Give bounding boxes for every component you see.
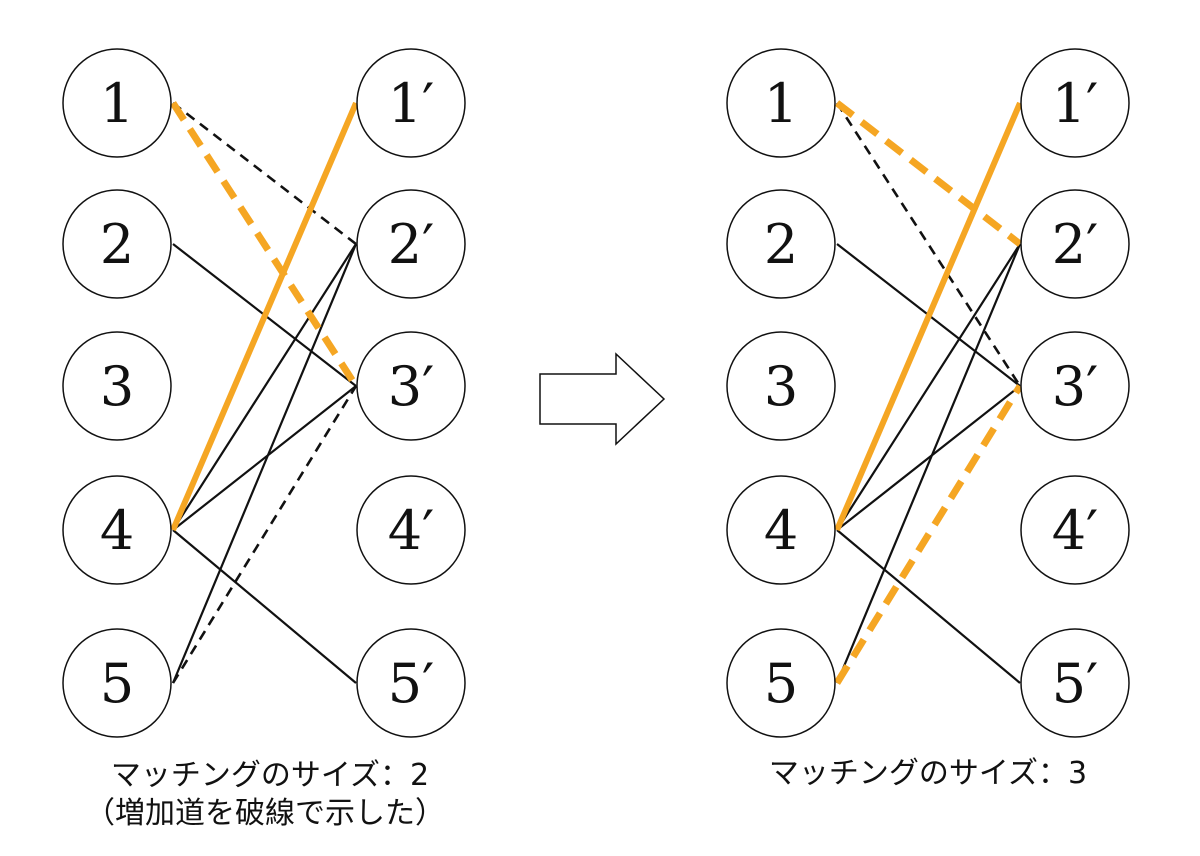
node-circle xyxy=(1020,475,1130,585)
node-label: 5′ xyxy=(1052,652,1099,715)
node-right-4-prime: 4′ xyxy=(1020,475,1130,585)
node-label: 1 xyxy=(100,72,134,135)
node-circle xyxy=(62,331,172,441)
node-left-5: 5 xyxy=(726,628,836,738)
node-circle xyxy=(62,475,172,585)
node-circle xyxy=(726,189,836,299)
node-label: 2′ xyxy=(1052,213,1099,276)
node-left-1: 1 xyxy=(62,48,172,158)
node-circle xyxy=(356,628,466,738)
edge-1-2-prime-matching xyxy=(834,100,1023,247)
edge-1-3-prime xyxy=(835,102,1022,387)
node-label: 4 xyxy=(764,499,798,562)
node-right-5-prime: 5′ xyxy=(356,628,466,738)
edge-4-3-prime xyxy=(172,385,357,531)
node-label: 5′ xyxy=(388,652,435,715)
node-label: 3′ xyxy=(1052,355,1099,418)
edge-4-2-prime xyxy=(172,243,357,531)
node-layer: 1 2 3 4 5 1′ 2′ 3′ 4′ 5′ xyxy=(62,48,466,738)
node-right-3-prime: 3′ xyxy=(1020,331,1130,441)
node-left-4: 4 xyxy=(62,475,172,585)
edge-layer xyxy=(170,101,359,684)
node-label: 2 xyxy=(764,213,798,276)
node-right-2-prime: 2′ xyxy=(1020,189,1130,299)
node-left-3: 3 xyxy=(62,331,172,441)
node-left-1: 1 xyxy=(726,48,836,158)
node-label: 1′ xyxy=(388,72,435,135)
node-left-3: 3 xyxy=(726,331,836,441)
node-label: 5 xyxy=(764,652,798,715)
graph-after: 1 2 3 4 5 1′ 2′ 3′ 4′ 5′ マッチングのサイズ：3 xyxy=(726,48,1130,791)
node-right-1-prime: 1′ xyxy=(1020,48,1130,158)
node-left-2: 2 xyxy=(62,189,172,299)
node-right-1-prime: 1′ xyxy=(356,48,466,158)
node-label: 4′ xyxy=(1052,499,1099,562)
node-circle xyxy=(1020,628,1130,738)
caption-note: （増加道を破線で示した） xyxy=(85,796,445,831)
node-label: 5 xyxy=(100,652,134,715)
edge-4-1-prime-matching xyxy=(834,101,1023,532)
node-layer: 1 2 3 4 5 1′ 2′ 3′ 4′ 5′ xyxy=(726,48,1130,738)
edge-4-5-prime xyxy=(172,529,357,684)
node-circle xyxy=(726,475,836,585)
node-label: 2 xyxy=(100,213,134,276)
edge-4-5-prime xyxy=(836,529,1021,684)
right-arrow-icon xyxy=(539,352,666,446)
edge-5-3-prime xyxy=(171,385,358,684)
node-circle xyxy=(1020,48,1130,158)
node-circle xyxy=(726,331,836,441)
node-left-2: 2 xyxy=(726,189,836,299)
node-right-3-prime: 3′ xyxy=(356,331,466,441)
node-label: 3 xyxy=(100,355,134,418)
node-circle xyxy=(356,48,466,158)
edge-1-3-prime-matching xyxy=(170,101,359,388)
edge-5-3-prime-matching xyxy=(834,384,1023,685)
edge-1-2-prime xyxy=(172,101,357,246)
graph-before: 1 2 3 4 5 1′ 2′ 3′ 4′ 5′ マッチングのサイズ：2 （増加道を破線で示した） xyxy=(62,48,466,831)
node-left-5: 5 xyxy=(62,628,172,738)
edge-4-3-prime xyxy=(836,385,1021,531)
node-label: 2′ xyxy=(388,213,435,276)
edge-5-2-prime xyxy=(835,243,1022,684)
node-circle xyxy=(62,628,172,738)
node-circle xyxy=(62,189,172,299)
node-circle xyxy=(1020,331,1130,441)
caption-size: マッチングのサイズ：3 xyxy=(769,756,1087,791)
caption-size: マッチングのサイズ：2 xyxy=(111,758,429,793)
node-label: 4′ xyxy=(388,499,435,562)
node-right-5-prime: 5′ xyxy=(1020,628,1130,738)
edge-4-1-prime-matching xyxy=(170,101,359,532)
edge-layer xyxy=(834,100,1023,685)
node-circle xyxy=(726,628,836,738)
node-label: 4 xyxy=(100,499,134,562)
edge-4-2-prime xyxy=(836,243,1021,531)
node-left-4: 4 xyxy=(726,475,836,585)
node-right-2-prime: 2′ xyxy=(356,189,466,299)
node-circle xyxy=(356,189,466,299)
node-label: 3 xyxy=(764,355,798,418)
node-circle xyxy=(356,475,466,585)
node-label: 1 xyxy=(764,72,798,135)
node-circle xyxy=(356,331,466,441)
node-circle xyxy=(1020,189,1130,299)
node-right-4-prime: 4′ xyxy=(356,475,466,585)
node-label: 1′ xyxy=(1052,72,1099,135)
node-label: 3′ xyxy=(388,355,435,418)
edge-5-2-prime xyxy=(171,243,358,684)
node-circle xyxy=(62,48,172,158)
node-circle xyxy=(726,48,836,158)
